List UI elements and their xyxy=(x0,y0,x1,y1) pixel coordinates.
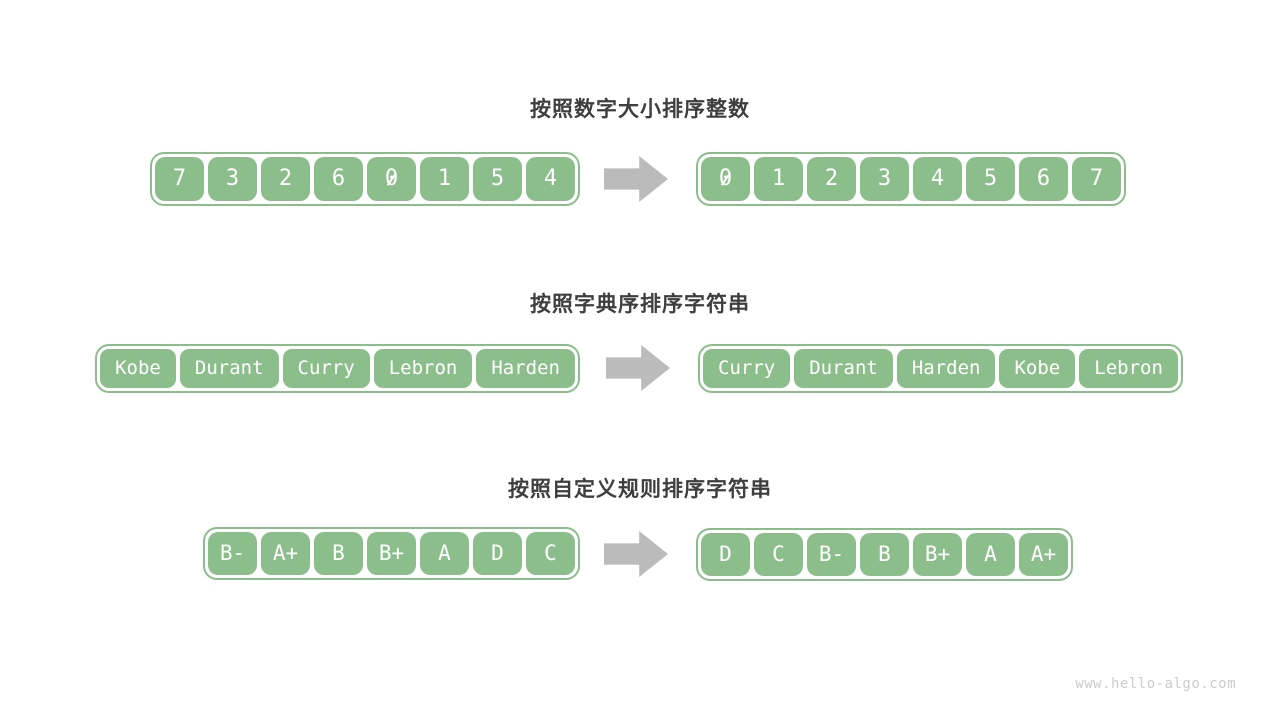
array-cell: B- xyxy=(208,532,257,575)
array-cell: B xyxy=(860,533,909,576)
array-cell: D xyxy=(473,532,522,575)
array-cell: 0 xyxy=(367,157,416,201)
array-cell: Lebron xyxy=(373,349,473,388)
array-cell: B+ xyxy=(367,532,416,575)
array-cell: 3 xyxy=(208,157,257,201)
array-cell: Harden xyxy=(476,349,575,388)
array-cell: 4 xyxy=(526,157,575,201)
array-cell: A xyxy=(420,532,469,575)
array-cell: A+ xyxy=(1019,533,1068,576)
array-cell: Durant xyxy=(794,349,893,388)
array-cell: A xyxy=(966,533,1015,576)
array-cell: 5 xyxy=(966,157,1015,201)
section-title-sort-strings-custom: 按照自定义规则排序字符串 xyxy=(508,478,772,501)
array-cell: Kobe xyxy=(100,349,176,388)
array-cell: B- xyxy=(807,533,856,576)
arrow-right-icon xyxy=(606,345,670,391)
array-cell: C xyxy=(526,532,575,575)
array-cell: 3 xyxy=(860,157,909,201)
array-cell: 1 xyxy=(754,157,803,201)
array-cell: B+ xyxy=(913,533,962,576)
watermark-url: www.hello-algo.com xyxy=(1075,676,1236,692)
array-cell: 6 xyxy=(1019,157,1068,201)
array-cell: Harden xyxy=(896,349,996,388)
array-cell: B xyxy=(314,532,363,575)
array-cell: 7 xyxy=(155,157,204,201)
array-cell: 5 xyxy=(473,157,522,201)
array-cell: Curry xyxy=(282,349,370,388)
array-cell: Lebron xyxy=(1079,349,1178,388)
array-cell: Durant xyxy=(179,349,279,388)
arrow-right-icon xyxy=(604,531,668,577)
array-cell: 6 xyxy=(314,157,363,201)
array-cell: D xyxy=(701,533,750,576)
array-cell: 2 xyxy=(261,157,310,201)
array-cell: 4 xyxy=(913,157,962,201)
section-title-sort-strings-lexicographic: 按照字典序排序字符串 xyxy=(530,293,750,316)
array-cell: Curry xyxy=(703,349,791,388)
array-cell: A+ xyxy=(261,532,310,575)
array-cell: 0 xyxy=(701,157,750,201)
array-cell: 2 xyxy=(807,157,856,201)
array-cell: 7 xyxy=(1072,157,1121,201)
array-cell: C xyxy=(754,533,803,576)
array-cell: 1 xyxy=(420,157,469,201)
arrow-right-icon xyxy=(604,156,668,202)
array-cell: Kobe xyxy=(999,349,1076,388)
section-title-sort-integers: 按照数字大小排序整数 xyxy=(530,98,750,121)
